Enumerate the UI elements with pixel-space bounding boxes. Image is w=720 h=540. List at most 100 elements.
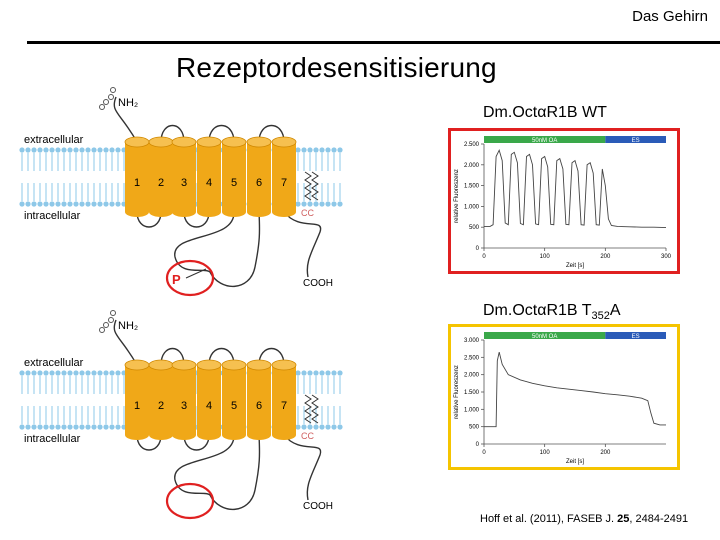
helix-number: 2 (158, 177, 164, 189)
x-tick-label: 300 (661, 254, 672, 260)
lipid-head (55, 424, 61, 430)
lipid-head (313, 201, 319, 207)
helix-7: 7 (271, 359, 297, 440)
lipid-head (85, 424, 91, 430)
icl3 (174, 434, 261, 511)
intracellular-label: intracellular (24, 433, 81, 445)
helix-2: 2 (148, 136, 174, 217)
lipid-head (67, 424, 73, 430)
data-line (484, 351, 666, 428)
slide-title: Rezeptordesensitisierung (176, 52, 497, 83)
cc-label: CC (301, 208, 314, 218)
lipid-head (73, 147, 79, 153)
header-title: Das Gehirn (632, 8, 708, 25)
chart-frame (448, 324, 680, 470)
lipid-head (319, 147, 325, 153)
ecl3 (258, 348, 285, 366)
helix-5: 5 (221, 136, 247, 217)
y-tick-label: 1.500 (464, 184, 480, 190)
lipid-head (313, 424, 319, 430)
lipid-head (109, 370, 115, 376)
lipid-head (295, 147, 301, 153)
lipid-head (31, 370, 37, 376)
x-tick-label: 0 (482, 254, 486, 260)
helix-7: 7 (271, 136, 297, 217)
lipid-head (97, 147, 103, 153)
x-tick-label: 200 (600, 254, 611, 260)
lipid-head (307, 147, 313, 153)
helix-body (149, 365, 173, 435)
lipid-head (319, 370, 325, 376)
glyco-mark (110, 87, 116, 93)
lipid-head (37, 370, 43, 376)
lipid-head (115, 147, 121, 153)
lipid-head (79, 201, 85, 207)
ecl2 (208, 348, 235, 366)
helix-top (148, 136, 174, 148)
helix-bottom (247, 207, 271, 217)
y-tick-label: 1.000 (464, 204, 480, 210)
glyco-mark (103, 322, 109, 328)
helix-top (271, 359, 297, 371)
lipid-head (67, 201, 73, 207)
lipid-head (301, 424, 307, 430)
ecl1 (160, 125, 185, 143)
helix-bottom (172, 207, 196, 217)
lipid-head (61, 147, 67, 153)
x-tick-label: 100 (540, 450, 551, 456)
lipid-head (325, 370, 331, 376)
helix-6: 6 (246, 359, 272, 440)
lipid-head (19, 424, 25, 430)
cc-label: CC (301, 431, 314, 441)
helix-number: 6 (256, 400, 262, 412)
helix-number: 4 (206, 177, 212, 189)
helix-number: 7 (281, 400, 287, 412)
y-tick-label: 2.000 (464, 373, 480, 379)
helix-top (246, 359, 272, 371)
ecl1 (160, 348, 185, 366)
lipid-head (103, 147, 109, 153)
lipid-head (43, 147, 49, 153)
cooh-label: COOH (303, 278, 333, 289)
helix-6: 6 (246, 136, 272, 217)
c-terminus (283, 211, 322, 278)
helix-3: 3 (171, 136, 197, 217)
extracellular-label: extracellular (24, 357, 84, 369)
y-tick-label: 2.000 (464, 163, 480, 169)
y-tick-label: 1.500 (464, 390, 480, 396)
helix-body (125, 365, 149, 435)
lipid-head (301, 370, 307, 376)
helix-body (272, 142, 296, 212)
lipid-head (115, 424, 121, 430)
lipid-head (43, 424, 49, 430)
lipid-head (97, 424, 103, 430)
lipid-head (91, 201, 97, 207)
helix-bottom (197, 207, 221, 217)
lipid-head (19, 147, 25, 153)
helix-top (271, 136, 297, 148)
lipid-head (85, 370, 91, 376)
lipid-head (91, 370, 97, 376)
lipid-head (79, 370, 85, 376)
helix-bottom (247, 430, 271, 440)
lipid-head (331, 424, 337, 430)
stimulus-bar-label: 50nM OA (532, 138, 557, 144)
lipid-head (61, 370, 67, 376)
lipid-head (73, 424, 79, 430)
y-tick-label: 2.500 (464, 142, 480, 148)
lipid-head (103, 370, 109, 376)
lipid-head (61, 201, 67, 207)
lipid-head (25, 424, 31, 430)
cooh-label: COOH (303, 501, 333, 512)
y-axis-label: relative Fluoreszenz (454, 365, 460, 419)
lipid-head (19, 370, 25, 376)
lipid-head (31, 147, 37, 153)
lipid-head (97, 370, 103, 376)
lipid-head (37, 147, 43, 153)
lipid-head (91, 147, 97, 153)
helix-2: 2 (148, 359, 174, 440)
helix-bottom (125, 430, 149, 440)
lipid-head (295, 201, 301, 207)
helix-bottom (149, 207, 173, 217)
